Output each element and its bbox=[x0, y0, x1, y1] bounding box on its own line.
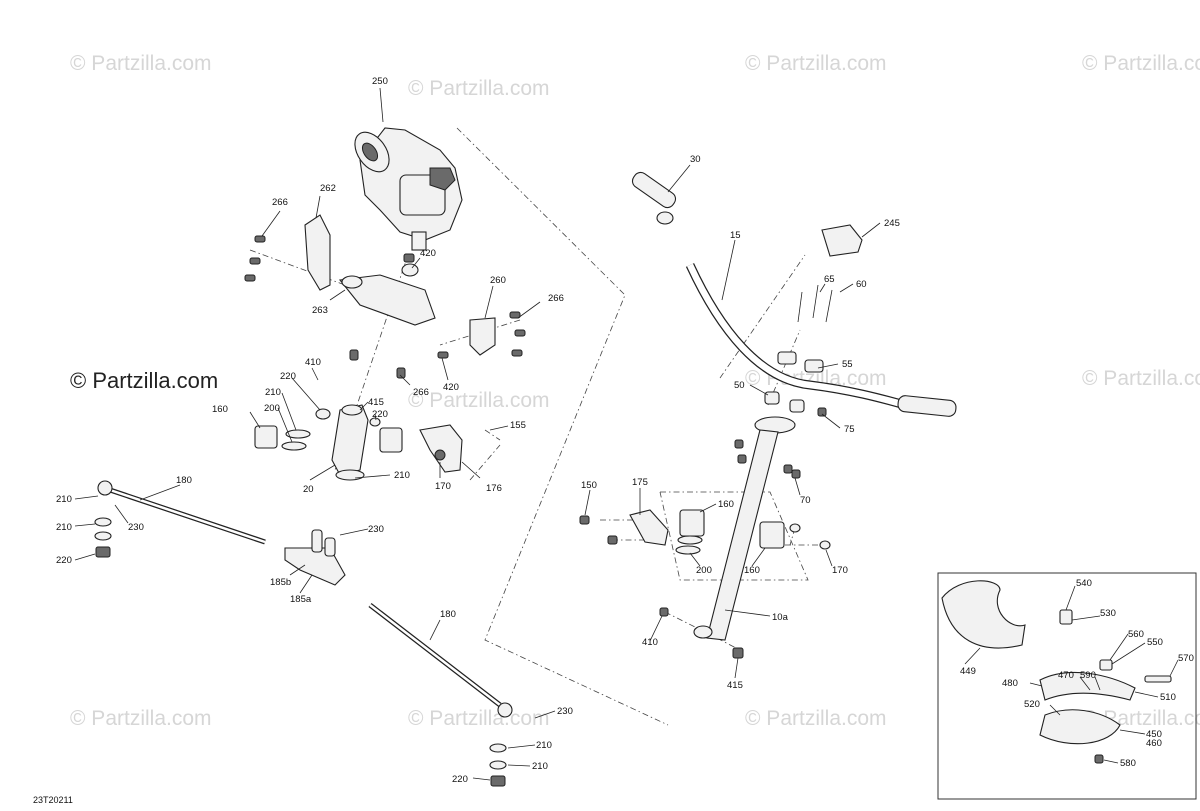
callout-230: 230 bbox=[128, 522, 144, 533]
bolts-upper bbox=[244, 235, 526, 379]
callout-185a: 185a bbox=[290, 594, 312, 605]
callout-220: 220 bbox=[280, 371, 296, 382]
assembly-dashed-lines bbox=[249, 127, 825, 726]
callout-60: 60 bbox=[856, 279, 867, 290]
callout-160: 160 bbox=[718, 499, 734, 510]
callout-470: 470 bbox=[1058, 670, 1074, 681]
main-watermark: © Partzilla.com bbox=[70, 368, 218, 393]
watermark: © Partzilla.com bbox=[408, 707, 550, 730]
watermark: © Partzilla.com bbox=[70, 52, 212, 75]
handlebar-clamps bbox=[734, 284, 833, 479]
callout-590: 590 bbox=[1080, 670, 1096, 681]
support-brackets bbox=[304, 214, 496, 356]
callout-160: 160 bbox=[744, 565, 760, 576]
handlebar bbox=[631, 171, 957, 417]
pitman-arm bbox=[284, 529, 346, 586]
callout-220: 220 bbox=[56, 555, 72, 566]
watermark: © Partzilla.com bbox=[745, 52, 887, 75]
callout-55: 55 bbox=[842, 359, 853, 370]
watermark: © Partzilla.com bbox=[70, 707, 212, 730]
callout-20: 20 bbox=[303, 484, 314, 495]
callout-75: 75 bbox=[844, 424, 855, 435]
callout-180: 180 bbox=[176, 475, 192, 486]
callout-510: 510 bbox=[1160, 692, 1176, 703]
callout-210: 210 bbox=[536, 740, 552, 751]
watermark: © Partzilla.com bbox=[1082, 367, 1200, 390]
power-steering-unit bbox=[354, 127, 463, 251]
callout-266: 266 bbox=[548, 293, 564, 304]
callout-230: 230 bbox=[557, 706, 573, 717]
callout-415: 415 bbox=[368, 397, 384, 408]
callout-420: 420 bbox=[443, 382, 459, 393]
watermark: © Partzilla.com bbox=[745, 707, 887, 730]
callout-175: 175 bbox=[632, 477, 648, 488]
callout-530: 530 bbox=[1100, 608, 1116, 619]
watermark: © Partzilla.com bbox=[408, 77, 550, 100]
callout-160: 160 bbox=[212, 404, 228, 415]
callout-15: 15 bbox=[730, 230, 741, 241]
callout-65: 65 bbox=[824, 274, 835, 285]
callout-10a: 10a bbox=[772, 612, 789, 623]
tie-rods bbox=[94, 480, 513, 787]
callout-266: 266 bbox=[272, 197, 288, 208]
callout-210: 210 bbox=[56, 522, 72, 533]
callout-449: 449 bbox=[960, 666, 976, 677]
callout-230: 230 bbox=[368, 524, 384, 535]
callout-410: 410 bbox=[642, 637, 658, 648]
callout-250: 250 bbox=[372, 76, 388, 87]
callout-245: 245 bbox=[884, 218, 900, 229]
callout-540: 540 bbox=[1076, 578, 1092, 589]
callout-155: 155 bbox=[510, 420, 526, 431]
callout-220: 220 bbox=[452, 774, 468, 785]
callout-70: 70 bbox=[800, 495, 811, 506]
watermarks: © Partzilla.com © Partzilla.com © Partzi… bbox=[70, 52, 1200, 730]
callout-420: 420 bbox=[420, 248, 436, 259]
drawing-code: 23T20211 bbox=[33, 795, 73, 805]
steering-column-lower bbox=[254, 404, 463, 481]
callout-180: 180 bbox=[440, 609, 456, 620]
callout-170: 170 bbox=[832, 565, 848, 576]
callout-210: 210 bbox=[532, 761, 548, 772]
watermark: © Partzilla.com bbox=[408, 389, 550, 412]
callout-480: 480 bbox=[1002, 678, 1018, 689]
callout-176: 176 bbox=[486, 483, 502, 494]
callout-185b: 185b bbox=[270, 577, 291, 588]
callout-labels: 250 262 266 420 260 266 263 420 266 410 … bbox=[56, 76, 1194, 785]
leader-lines bbox=[74, 87, 1179, 781]
callout-210: 210 bbox=[265, 387, 281, 398]
callout-210: 210 bbox=[56, 494, 72, 505]
callout-560: 560 bbox=[1128, 629, 1144, 640]
steering-column-upper bbox=[659, 429, 779, 659]
callout-220: 220 bbox=[372, 409, 388, 420]
watermark: © Partzilla.com bbox=[1082, 52, 1200, 75]
callout-550: 550 bbox=[1147, 637, 1163, 648]
callout-266: 266 bbox=[413, 387, 429, 398]
callout-170: 170 bbox=[435, 481, 451, 492]
callout-415: 415 bbox=[727, 680, 743, 691]
callout-50: 50 bbox=[734, 380, 745, 391]
callout-263: 263 bbox=[312, 305, 328, 316]
callout-410: 410 bbox=[305, 357, 321, 368]
callout-150: 150 bbox=[581, 480, 597, 491]
bushing-group bbox=[579, 509, 831, 555]
callout-200: 200 bbox=[264, 403, 280, 414]
callout-210: 210 bbox=[394, 470, 410, 481]
callout-30: 30 bbox=[690, 154, 701, 165]
callout-520: 520 bbox=[1024, 699, 1040, 710]
callout-260: 260 bbox=[490, 275, 506, 286]
callout-580: 580 bbox=[1120, 758, 1136, 769]
callout-450: 450 bbox=[1146, 729, 1162, 740]
callout-460: 460 bbox=[1146, 738, 1162, 749]
callout-262: 262 bbox=[320, 183, 336, 194]
callout-200: 200 bbox=[696, 565, 712, 576]
callout-570: 570 bbox=[1178, 653, 1194, 664]
